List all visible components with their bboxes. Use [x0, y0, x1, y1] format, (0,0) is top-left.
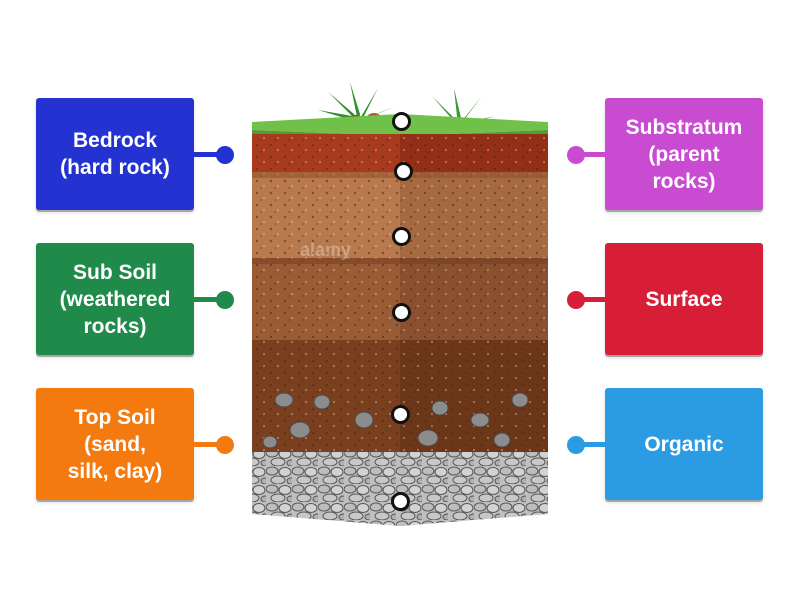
soil-layers-illustration: alamy [252, 82, 548, 526]
connector-sub-soil [194, 297, 224, 302]
label-text-organic: Organic [644, 432, 724, 456]
label-card-surface[interactable]: Surface [605, 243, 763, 355]
handle-dot-substratum[interactable] [567, 146, 585, 164]
drop-target-pin-5[interactable] [391, 405, 410, 424]
label-text-sub-soil: Sub Soil (weathered rocks) [59, 260, 171, 338]
handle-dot-bedrock[interactable] [216, 146, 234, 164]
drop-target-pin-6[interactable] [391, 492, 410, 511]
label-text-surface: Surface [645, 287, 723, 311]
handle-dot-sub-soil[interactable] [216, 291, 234, 309]
connector-bedrock [194, 152, 224, 157]
label-card-organic[interactable]: Organic [605, 388, 763, 500]
label-card-bedrock[interactable]: Bedrock (hard rock) [36, 98, 194, 210]
drop-target-pin-1[interactable] [392, 112, 411, 131]
connector-surface [577, 297, 607, 302]
drop-target-pin-4[interactable] [392, 303, 411, 322]
handle-dot-organic[interactable] [567, 436, 585, 454]
watermark-text: alamy [300, 240, 351, 260]
connector-substratum [577, 152, 607, 157]
connector-top-soil [194, 442, 224, 447]
label-card-top-soil[interactable]: Top Soil (sand, silk, clay) [36, 388, 194, 500]
label-text-substratum: Substratum (parent rocks) [625, 115, 743, 193]
connector-organic [577, 442, 607, 447]
label-card-sub-soil[interactable]: Sub Soil (weathered rocks) [36, 243, 194, 355]
label-text-bedrock: Bedrock (hard rock) [60, 129, 170, 179]
drop-target-pin-3[interactable] [392, 227, 411, 246]
handle-dot-surface[interactable] [567, 291, 585, 309]
label-card-substratum[interactable]: Substratum (parent rocks) [605, 98, 763, 210]
drop-target-pin-2[interactable] [394, 162, 413, 181]
label-text-top-soil: Top Soil (sand, silk, clay) [67, 405, 163, 483]
handle-dot-top-soil[interactable] [216, 436, 234, 454]
